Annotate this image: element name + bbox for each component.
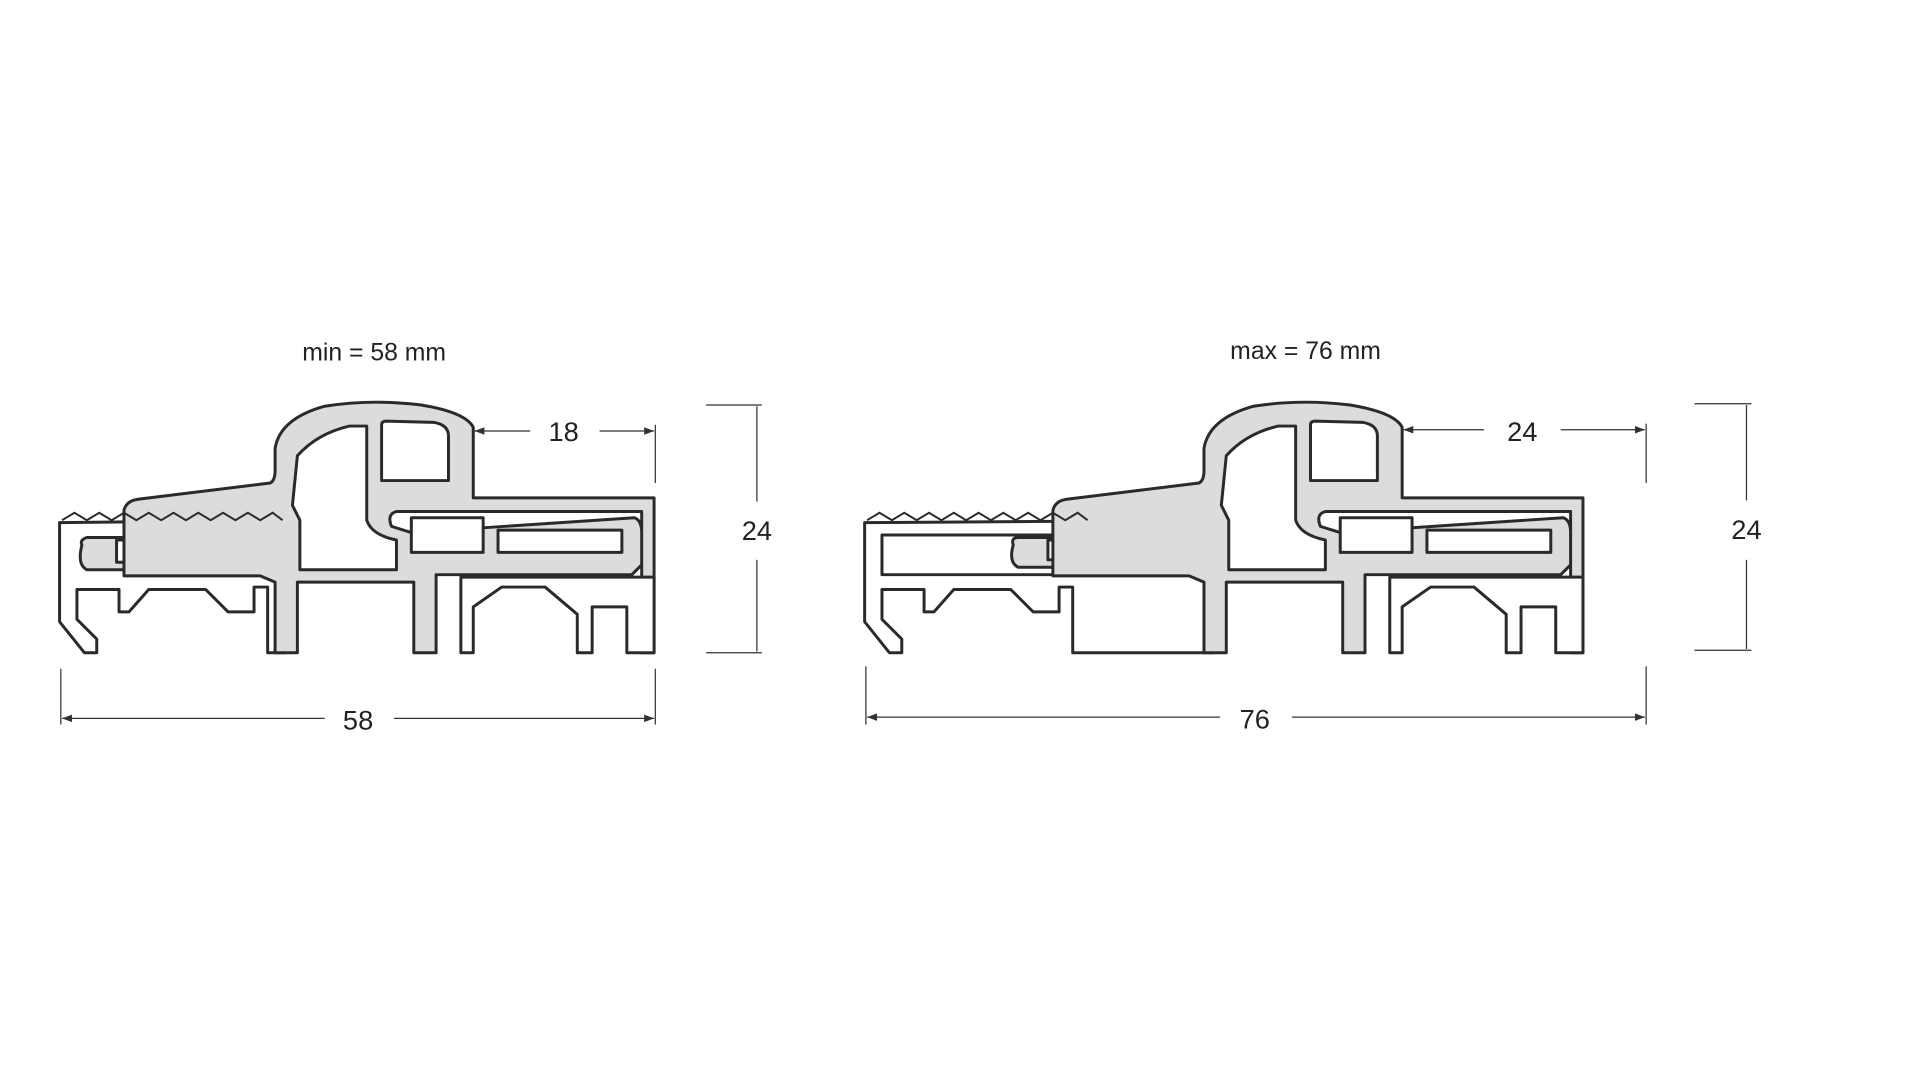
- caption-min: min = 58 mm: [302, 339, 446, 366]
- dim-top-min: 18: [549, 416, 579, 447]
- profile-max: max = 76 mm 24 24 76: [863, 338, 1762, 734]
- dim-width-max: 76: [1240, 703, 1270, 734]
- dim-height-min: 24: [742, 515, 772, 546]
- dim-width-min: 58: [343, 704, 373, 735]
- dim-top-max: 24: [1507, 416, 1537, 447]
- profile-min: min = 58 mm 18 24 58: [58, 339, 772, 735]
- dim-height-max: 24: [1731, 514, 1761, 545]
- caption-max: max = 76 mm: [1230, 338, 1381, 365]
